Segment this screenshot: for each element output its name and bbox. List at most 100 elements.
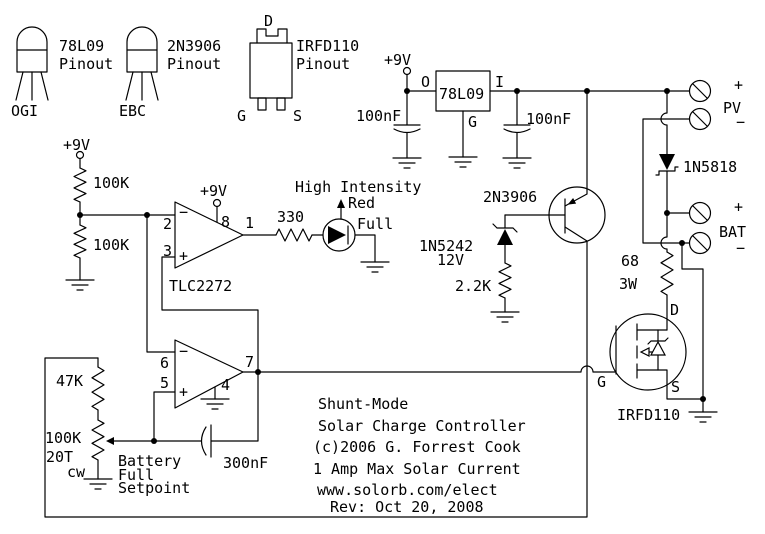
to92-package-2n3906-icon [125, 26, 159, 101]
zener-1n5242-icon [492, 214, 518, 313]
setpoint-label-line3: Setpoint [118, 479, 190, 497]
led-light-arrowhead [337, 199, 345, 208]
diode-anode-triangle [659, 154, 675, 170]
u1a-inv-sign: − [179, 203, 188, 221]
resistor-2k2 [498, 262, 512, 299]
shunt-stage-section: 68 3W D G S IRFD110 [597, 251, 718, 424]
diode-1n5818-label: 1N5818 [683, 158, 737, 176]
zener-voltage-label: 12V [437, 251, 464, 269]
rail-9v-label: +9V [384, 51, 411, 69]
regulator-pin-gnd: G [468, 113, 477, 131]
resistor-68-power-label: 3W [619, 275, 638, 293]
cap-300nf-label: 300nF [223, 454, 268, 472]
pv-plus-terminal-icon [688, 79, 712, 103]
mosfet-pin-s-label: S [671, 378, 680, 396]
regulator-pin-in: I [495, 73, 504, 91]
title-line5: www.solorb.com/elect [317, 481, 498, 499]
resistor-100k-top-label: 100K [93, 174, 129, 192]
bat-minus-label: − [736, 239, 745, 257]
u1a-pin8-label: 8 [221, 213, 230, 231]
transistor-2n3906-label: 2N3906 [483, 188, 537, 206]
rail-wires [406, 73, 691, 92]
ground-symbol [490, 311, 520, 323]
led-wires [242, 234, 376, 263]
pv-name-label: PV [723, 99, 741, 117]
legend-78l09-part: 78L09 [59, 37, 104, 55]
led-icon [322, 218, 356, 252]
u1a-pin3-label: 3 [163, 242, 172, 260]
ground-symbol [83, 478, 113, 490]
led-anode-triangle [328, 226, 346, 244]
opamp-u1a: − + 2 3 8 1 +9V TLC2272 [161, 182, 259, 373]
u1b-pin4-label: 4 [221, 376, 230, 394]
led-label-line3: Full [357, 215, 393, 233]
resistor-47k [91, 366, 105, 411]
title-line2: Solar Charge Controller [318, 417, 526, 435]
legend-78l09-pins: OGI [11, 102, 38, 120]
mosfet-irfd110-icon [609, 313, 704, 400]
pinout-legend: 78L09 Pinout OGI 2N3906 Pinout EBC D G S… [11, 12, 359, 125]
zener-label: 1N5242 [419, 237, 473, 255]
title-line6: Rev: Oct 20, 2008 [330, 498, 484, 516]
legend-irfd110-pin-s: S [293, 107, 302, 125]
ground-symbol [200, 398, 230, 410]
mosfet-source-lead [636, 369, 704, 400]
setpoint-label-line2: Full [118, 466, 154, 484]
cap-100nf-left [393, 90, 421, 159]
reference-divider-section: +9V 100K 100K [63, 136, 176, 291]
legend-irfd110-pin-g: G [237, 107, 246, 125]
resistor-100k-bottom [73, 224, 87, 259]
legend-irfd110-pin-d: D [264, 12, 273, 30]
legend-78l09-caption: Pinout [59, 55, 113, 73]
bat-plus-label: + [734, 198, 743, 216]
pv-minus-label: − [736, 113, 745, 131]
resistor-68 [660, 251, 674, 296]
cap-300nf [153, 371, 259, 458]
u1a-9v-label: +9V [200, 182, 227, 200]
pv-plus-label: + [734, 76, 743, 94]
mosfet-pin-g-label: G [597, 373, 606, 391]
legend-irfd110-caption: Pinout [296, 55, 350, 73]
cap-100nf-right [503, 90, 531, 159]
ground-symbol [360, 261, 390, 273]
setpoint-label-line1: Battery [118, 452, 181, 470]
gate-drive-wire [257, 365, 617, 373]
regulator-pin-out: O [421, 73, 430, 91]
opamp-u1a-triangle [174, 201, 244, 269]
ground-symbol [448, 156, 478, 168]
u1a-noninv-sign: + [179, 247, 188, 265]
u1b-pin6-label: 6 [160, 354, 169, 372]
u1b-pin5-route [153, 391, 176, 442]
terminals-section: + PV − + BAT − 1N5818 [642, 76, 746, 400]
title-line1: Shunt-Mode [318, 395, 408, 413]
opamp-part-label: TLC2272 [169, 277, 232, 295]
u1a-pin3-route [161, 256, 259, 373]
to92-package-78l09-icon [15, 26, 49, 101]
u1a-pin1-label: 1 [245, 214, 254, 232]
u1b-pin6-route [146, 214, 176, 353]
mosfet-substrate-arrowhead [639, 347, 650, 357]
cap-100nf-left-label: 100nF [356, 107, 401, 125]
legend-2n3906-pins: EBC [119, 102, 146, 120]
u1b-pin5-label: 5 [160, 374, 169, 392]
u1b-noninv-sign: + [179, 383, 188, 401]
ground-symbol [392, 157, 422, 169]
led-label-line2: Red [348, 194, 375, 212]
resistor-2k2-label: 2.2K [455, 277, 491, 295]
ground-symbol [65, 279, 95, 291]
legend-2n3906-part: 2N3906 [167, 37, 221, 55]
title-line3: (c)2006 G. Forrest Cook [313, 438, 521, 456]
irfd110-package-icon [249, 28, 293, 111]
negative-bus-wires [642, 118, 704, 400]
resistor-100k-bottom-label: 100K [93, 236, 129, 254]
overvoltage-clamp-section: 2N3906 1N5242 12V 2.2K [419, 90, 606, 323]
legend-2n3906-caption: Pinout [167, 55, 221, 73]
u1b-pin7-label: 7 [245, 353, 254, 371]
zener-cathode-bar [492, 223, 518, 233]
resistor-330-label: 330 [277, 208, 304, 226]
mosfet-pin-d-label: D [670, 301, 679, 319]
legend-irfd110-part: IRFD110 [296, 37, 359, 55]
mosfet-body-diode-icon [647, 329, 669, 371]
junction-dots [77, 88, 706, 444]
